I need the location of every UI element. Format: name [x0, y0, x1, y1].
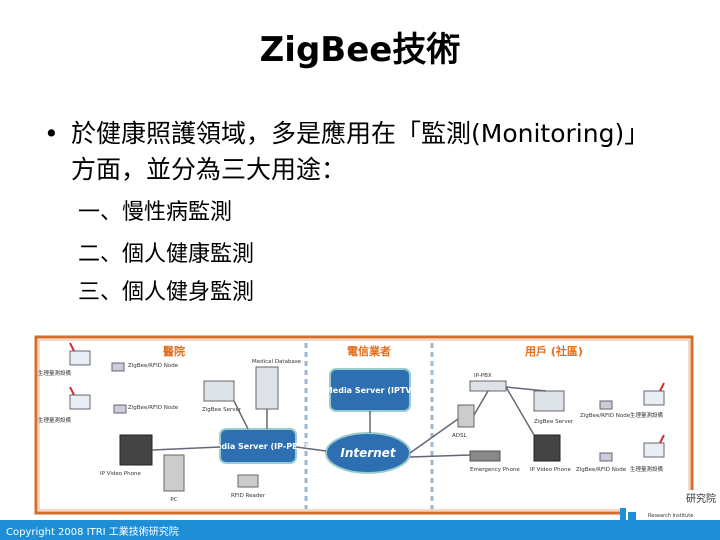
logo-mark: 研究院 Research Institute — [620, 492, 716, 520]
pc-label: PC — [170, 497, 177, 503]
media-server-iptv-label: Media Server (IPTV) — [325, 386, 415, 395]
zigbee-node-label-1: ZigBee/RFID Node — [128, 363, 179, 369]
copyright-text: Copyright 2008 ITRI 工業技術研究院 — [6, 527, 179, 538]
media-server-iptv: Media Server (IPTV) — [325, 368, 415, 412]
zigbee-server-label-right: ZigBee Server — [534, 419, 574, 425]
physio-device-2: 生理量測設備 — [38, 386, 91, 424]
itri-logo: 研究院 Research Institute — [620, 490, 720, 520]
footer-bar: Copyright 2008 ITRI 工業技術研究院 — [0, 520, 720, 540]
zigbee-node-label-3: ZigBee/RFID Node — [580, 413, 631, 419]
physio-device-label-1: 生理量測設備 — [38, 369, 72, 377]
emergency-phone-label: Emergency Phone — [470, 467, 520, 473]
pc: PC — [163, 454, 185, 503]
section-user: 用戶 (社區) — [525, 344, 583, 358]
physio-device-label-4: 生理量測設備 — [630, 465, 664, 473]
logo-text: 研究院 — [686, 492, 716, 505]
adsl-modem: ADSL — [452, 404, 475, 439]
zigbee-node-3: ZigBee/RFID Node — [580, 400, 631, 419]
media-server-pbx: Media Server (IP-PBX) — [208, 428, 308, 464]
sub-item-3: 三、個人健身監測 — [78, 280, 255, 305]
logo-subtext: Research Institute — [648, 513, 693, 519]
physio-device-3: 生理量測設備 — [630, 382, 665, 419]
internet-cloud: Internet — [325, 432, 411, 474]
zigbee-node-label-2: ZigBee/RFID Node — [128, 405, 179, 411]
physio-device-label-2: 生理量測設備 — [38, 416, 72, 424]
section-hospital: 醫院 — [163, 344, 185, 358]
rfid-reader: RFID Reader — [231, 474, 266, 499]
medical-database-label: Medical Database — [252, 359, 302, 365]
physio-device-1: 生理量測設備 — [38, 342, 91, 377]
bullet-dot: • — [44, 119, 59, 148]
physio-device-4: 生理量測設備 — [630, 434, 665, 473]
physio-device-label-3: 生理量測設備 — [630, 411, 664, 419]
slide-title: ZigBee技術 — [259, 30, 461, 70]
internet-label: Internet — [340, 446, 396, 460]
emergency-phone: Emergency Phone — [469, 450, 520, 473]
adsl-label: ADSL — [452, 433, 467, 439]
zigbee-node-1: ZigBee/RFID Node — [111, 362, 179, 372]
medical-database: Medical Database — [252, 359, 302, 410]
ip-video-phone-right: IP Video Phone — [530, 434, 571, 473]
zigbee-server-left: ZigBee Server — [202, 380, 242, 413]
zigbee-node-label-4: ZigBee/RFID Node — [576, 467, 627, 473]
section-telecom: 電信業者 — [347, 344, 391, 358]
ip-video-phone-label-right: IP Video Phone — [530, 467, 571, 473]
ip-video-phone-label-left: IP Video Phone — [100, 471, 141, 477]
rfid-reader-label: RFID Reader — [231, 493, 266, 499]
zigbee-server-label-left: ZigBee Server — [202, 407, 242, 413]
zigbee-server-right: ZigBee Server — [533, 390, 574, 425]
ip-pbx-label: IP-PBX — [474, 373, 492, 379]
bullet-text: 於健康照護領域，多是應用在「監測(Monitoring)」方面，並分為三大用途： — [71, 119, 650, 184]
zigbee-node-4: ZigBee/RFID Node — [576, 452, 627, 473]
sub-item-1: 一、慢性病監測 — [78, 200, 233, 225]
health-network-diagram: 醫院 電信業者 用戶 (社區) 生理量測設備 ZigBee/RFID Node … — [34, 335, 694, 515]
sub-item-2: 二、個人健康監測 — [78, 242, 255, 267]
zigbee-node-2: ZigBee/RFID Node — [113, 404, 179, 414]
media-server-pbx-label: Media Server (IP-PBX) — [208, 442, 308, 451]
ip-video-phone-left: IP Video Phone — [100, 434, 153, 477]
